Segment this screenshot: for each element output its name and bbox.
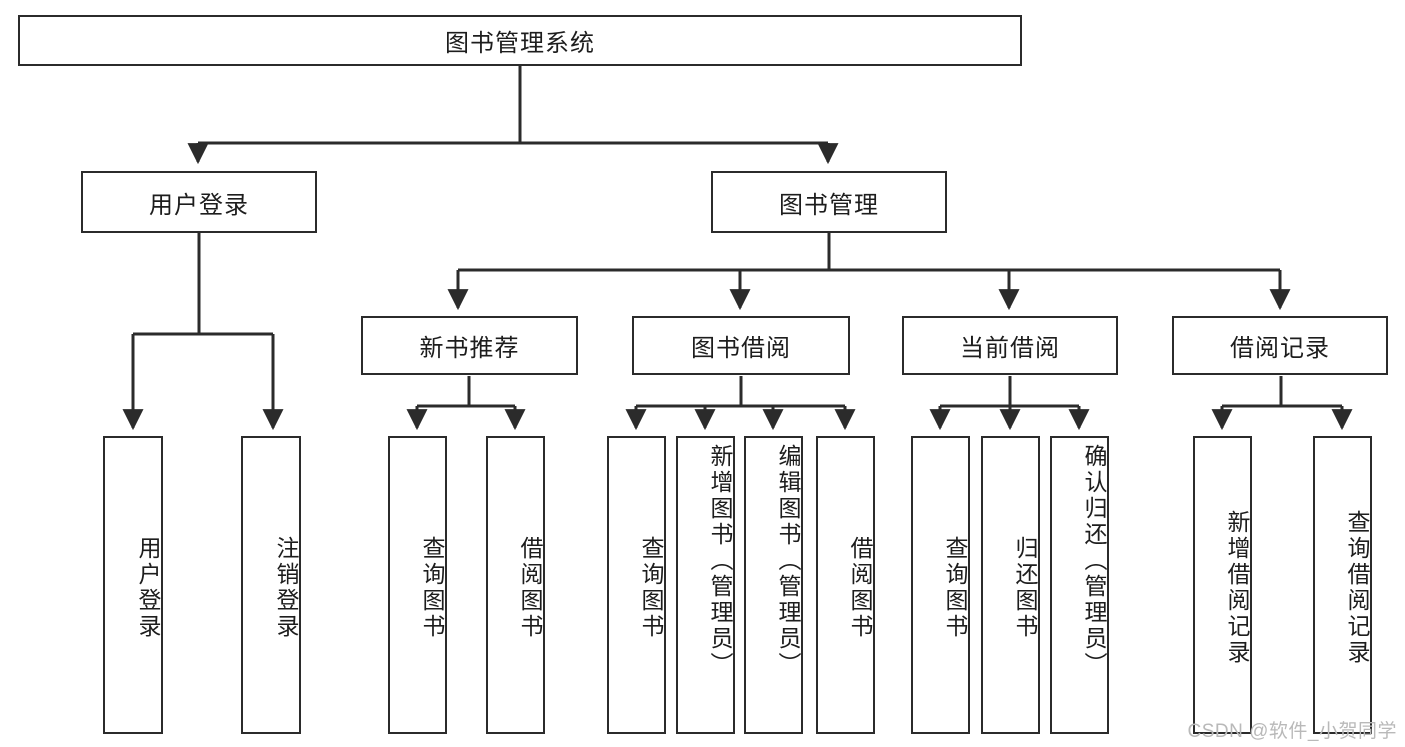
node-book-management[interactable]: 图书管理	[711, 171, 947, 233]
node-label: 新书推荐	[419, 335, 520, 362]
node-root-book-management-system[interactable]: 图书管理系统	[18, 15, 1022, 66]
leaf-record-add-borrow-record[interactable]: 新增借阅记录	[1193, 436, 1252, 734]
watermark-text: CSDN @软件_小贺同学	[1187, 721, 1397, 742]
node-current-borrow[interactable]: 当前借阅	[902, 316, 1118, 375]
node-new-book-recommend[interactable]: 新书推荐	[361, 316, 578, 375]
node-label: 用户登录	[135, 536, 161, 640]
leaf-user-login-signout[interactable]: 注销登录	[241, 436, 301, 734]
node-label: 查询图书	[942, 536, 968, 640]
node-book-borrow[interactable]: 图书借阅	[632, 316, 850, 375]
leaf-user-login-signin[interactable]: 用户登录	[103, 436, 163, 734]
leaf-current-return-book[interactable]: 归还图书	[981, 436, 1040, 734]
node-label: 新增借阅记录	[1224, 510, 1250, 666]
leaf-borrow-borrow-book[interactable]: 借阅图书	[816, 436, 875, 734]
node-label: 查询借阅记录	[1344, 510, 1370, 666]
node-label: 借阅记录	[1230, 335, 1330, 362]
leaf-borrow-add-book-admin[interactable]: 新增图书（管理员）	[676, 436, 735, 734]
leaf-record-query-borrow-record[interactable]: 查询借阅记录	[1313, 436, 1372, 734]
node-label: 图书管理	[779, 191, 879, 219]
node-label: 当前借阅	[960, 335, 1060, 362]
node-label: 新增图书（管理员）	[707, 444, 733, 678]
node-label: 借阅图书	[847, 536, 873, 640]
node-label: 归还图书	[1012, 536, 1038, 640]
leaf-recommend-borrow-book[interactable]: 借阅图书	[486, 436, 545, 734]
node-label: 图书管理系统	[445, 30, 595, 57]
leaf-borrow-edit-book-admin[interactable]: 编辑图书（管理员）	[744, 436, 803, 734]
leaf-current-query-book[interactable]: 查询图书	[911, 436, 970, 734]
node-label: 借阅图书	[517, 536, 543, 640]
node-label: 查询图书	[638, 536, 664, 640]
node-label: 用户登录	[149, 191, 249, 219]
node-label: 查询图书	[419, 536, 445, 640]
leaf-current-confirm-return-admin[interactable]: 确认归还（管理员）	[1050, 436, 1109, 734]
node-user-login[interactable]: 用户登录	[81, 171, 317, 233]
node-label: 注销登录	[273, 536, 299, 640]
node-borrow-record[interactable]: 借阅记录	[1172, 316, 1388, 375]
node-label: 编辑图书（管理员）	[775, 444, 801, 678]
leaf-borrow-query-book[interactable]: 查询图书	[607, 436, 666, 734]
node-label: 确认归还（管理员）	[1081, 444, 1107, 678]
node-label: 图书借阅	[691, 335, 791, 362]
leaf-recommend-query-book[interactable]: 查询图书	[388, 436, 447, 734]
